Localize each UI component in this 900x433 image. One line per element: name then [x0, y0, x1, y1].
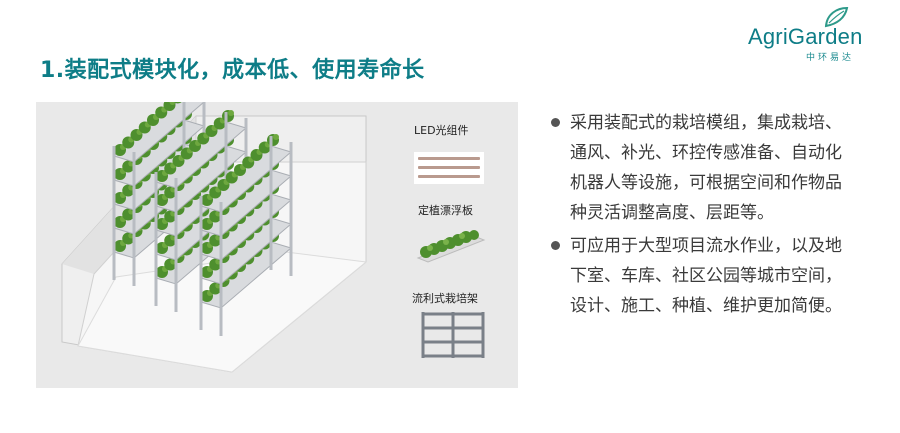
- float-board-image: [416, 230, 486, 263]
- bullet-text: 采用装配式的栽培模组，集成栽培、通风、补光、环控传感准备、自动化机器人等设施，可…: [570, 113, 842, 223]
- bullet-item: 采用装配式的栽培模组，集成栽培、通风、补光、环控传感准备、自动化机器人等设施，可…: [548, 108, 858, 228]
- bullet-dot-icon: [551, 118, 560, 127]
- page-title: 1.装配式模块化，成本低、使用寿命长: [40, 58, 425, 83]
- bullet-text: 可应用于大型项目流水作业，以及地下室、车库、社区公园等城市空间，设计、施工、种植…: [570, 236, 842, 316]
- rack-legend-label: 流利式栽培架: [412, 292, 478, 305]
- cultivation-rack: [112, 102, 206, 286]
- rack-image: [421, 312, 485, 358]
- led-bar: [418, 166, 480, 169]
- agrigarden-logo: AgriGarden 中环易达: [748, 6, 880, 64]
- led-legend-label: LED光组件: [414, 124, 469, 137]
- led-bar: [418, 175, 480, 178]
- led-light-image: [414, 152, 484, 184]
- leaf-icon: [824, 6, 849, 28]
- logo-subtitle: 中环易达: [806, 53, 855, 63]
- room-scene: [61, 102, 368, 373]
- racks-illustration: LED光组件 定植漂浮板 流利式栽培架: [36, 102, 518, 388]
- led-bar: [418, 157, 480, 160]
- cultivation-rack: [199, 134, 293, 336]
- float-board-legend-label: 定植漂浮板: [418, 204, 473, 217]
- bullet-dot-icon: [551, 241, 560, 250]
- bullet-list: 采用装配式的栽培模组，集成栽培、通风、补光、环控传感准备、自动化机器人等设施，可…: [548, 108, 858, 324]
- logo-wordmark: AgriGarden: [748, 24, 863, 49]
- bullet-item: 可应用于大型项目流水作业，以及地下室、车库、社区公园等城市空间，设计、施工、种植…: [548, 231, 858, 321]
